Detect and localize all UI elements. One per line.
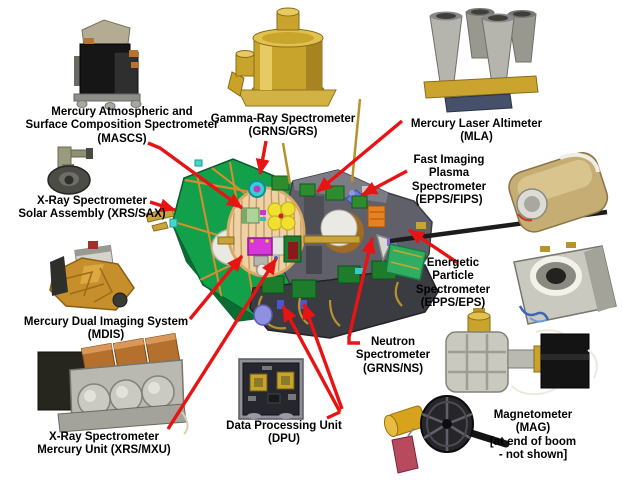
arrow-sax <box>149 198 176 213</box>
antenna-rod-tall <box>350 98 362 183</box>
arrow-fips <box>361 169 408 197</box>
ns-photo <box>445 308 598 396</box>
label-sax: X-Ray Spectrometer Solar Assembly (XRS/S… <box>18 195 166 221</box>
label-mdis: Mercury Dual Imaging System (MDIS) <box>23 316 189 342</box>
fips-photo <box>508 152 609 233</box>
arrow-dpu-stub <box>326 410 341 420</box>
label-grs: Gamma-Ray Spectrometer (GRNS/GRS) <box>210 113 356 139</box>
mascs-photo <box>73 19 142 110</box>
orange-box <box>367 205 386 228</box>
mla-photo <box>423 8 539 113</box>
mag-photo <box>383 395 510 474</box>
arrow-mla <box>315 119 404 194</box>
arrow-mxu <box>166 258 278 430</box>
sax-photo <box>47 146 93 195</box>
grs-photo <box>227 7 337 107</box>
label-dpu: Data Processing Unit (DPU) <box>226 420 342 446</box>
top-fittings <box>217 98 368 245</box>
small-green-panel <box>385 243 427 281</box>
callout-arrows <box>147 119 459 430</box>
spacecraft-illustration <box>145 98 608 339</box>
label-mag: Magnetometer (MAG) [at end of boom - not… <box>489 409 577 461</box>
magenta-box <box>247 237 273 256</box>
label-ns: Neutron Spectrometer (GRNS/NS) <box>355 336 431 375</box>
dpu-photo <box>238 358 304 420</box>
label-mla: Mercury Laser Altimeter (MLA) <box>410 118 543 144</box>
arrow-ns <box>347 237 376 345</box>
thruster-nozzle <box>253 304 273 326</box>
antenna-rod-short <box>281 142 292 185</box>
label-mxu: X-Ray Spectrometer Mercury Unit (XRS/MXU… <box>37 431 171 457</box>
label-eps: Energetic Particle Spectrometer (EPPS/EP… <box>415 257 491 309</box>
label-mascs: Mercury Atmospheric and Surface Composit… <box>25 106 219 145</box>
arrow-dpu-b <box>302 303 344 410</box>
arrow-eps <box>408 228 459 265</box>
arrow-dpu-a <box>281 305 342 413</box>
label-fips: Fast Imaging Plasma Spectrometer (EPPS/F… <box>411 154 487 206</box>
arrow-mdis <box>188 254 244 321</box>
eps-photo <box>513 242 617 325</box>
instrument-photos <box>37 7 617 474</box>
arrow-mascs <box>147 141 244 210</box>
mdis-photo <box>49 241 135 311</box>
mxu-photo <box>37 332 189 435</box>
arrow-grs <box>255 140 270 175</box>
